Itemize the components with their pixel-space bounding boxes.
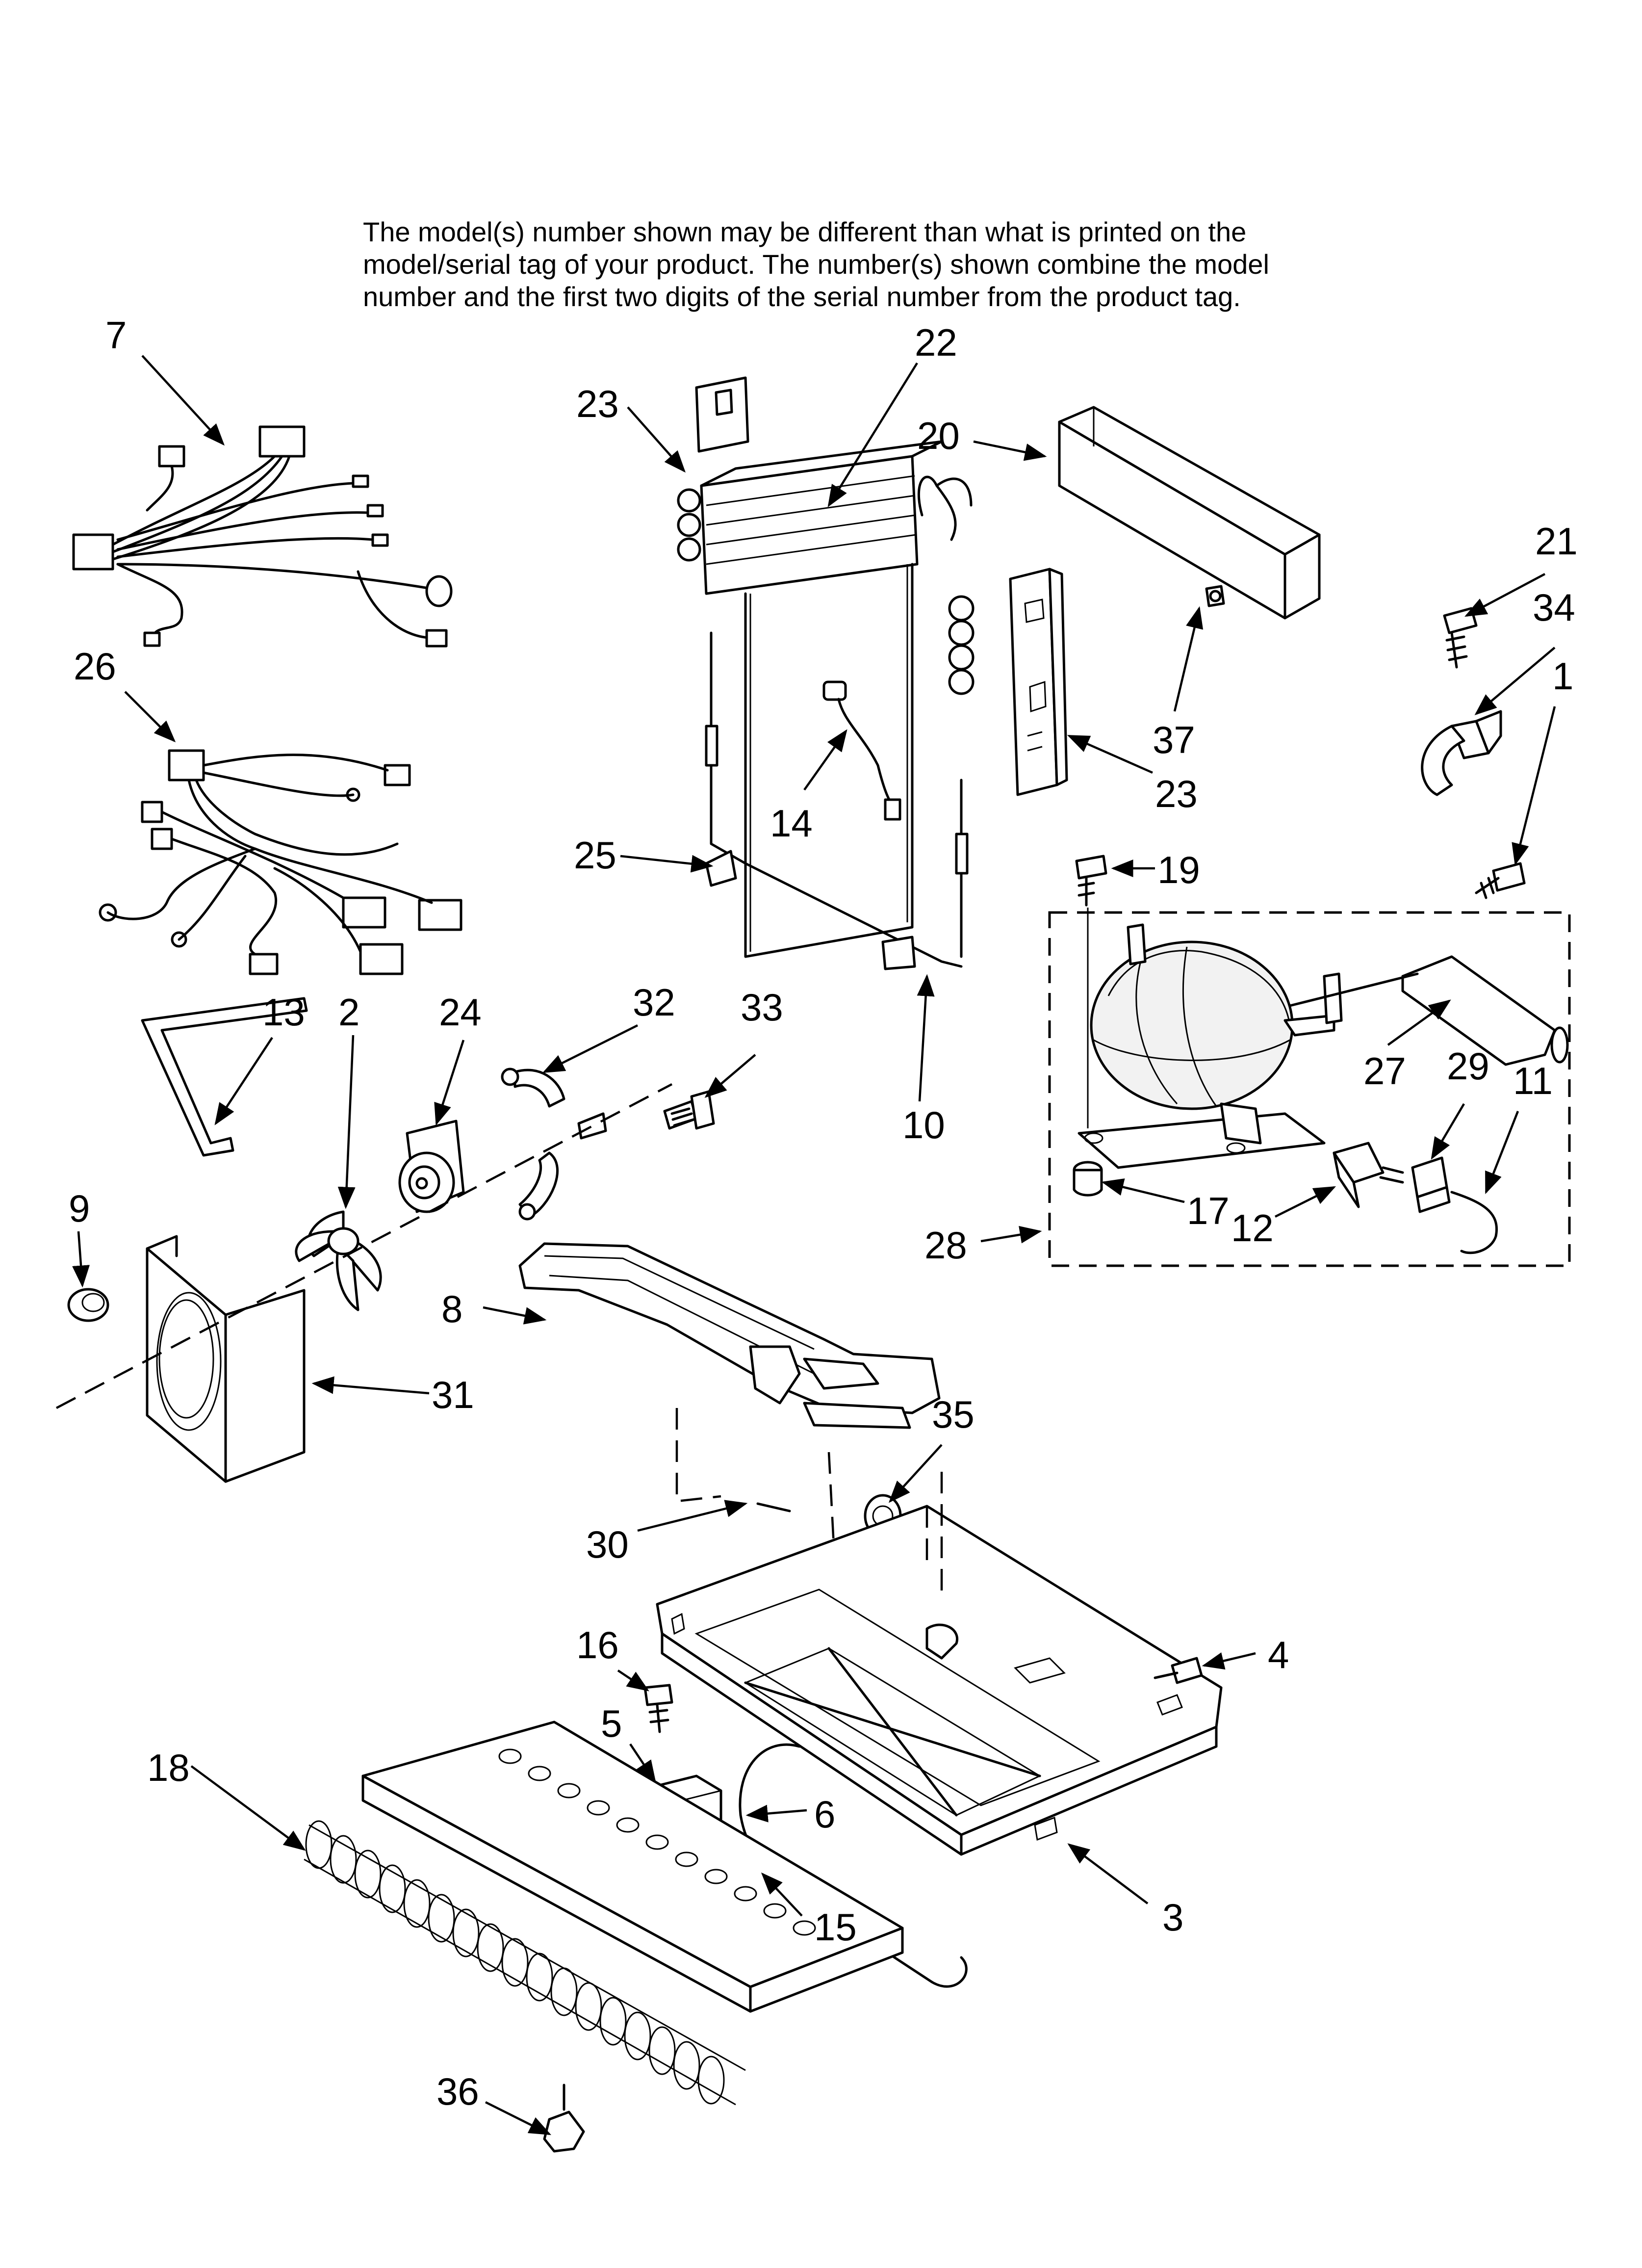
part-2-fan-blade xyxy=(295,1210,382,1311)
callout-28: 28 xyxy=(924,1224,967,1267)
part-9-grommet xyxy=(67,1288,109,1322)
part-34-bracket xyxy=(1421,710,1502,796)
callout-labels: 7 26 13 2 24 32 33 9 31 8 23 22 20 37 23… xyxy=(69,313,1578,2113)
part-23-bracket-right xyxy=(1009,568,1068,796)
part-27-compressor xyxy=(1078,923,1569,1169)
part-19-screw xyxy=(1075,855,1107,1128)
part-13-gasket xyxy=(141,997,308,1157)
part-30-pin xyxy=(756,1502,791,1512)
notice-line-2: model/serial tag of your product. The nu… xyxy=(363,249,1269,280)
callout-18: 18 xyxy=(147,1746,190,1789)
part-37-clip xyxy=(1205,585,1225,607)
part-36-clip xyxy=(543,2084,585,2153)
assembly-guide-lines xyxy=(675,1408,943,1594)
callout-3: 3 xyxy=(1162,1896,1183,1939)
part-28-compressor-assembly-box xyxy=(1048,911,1571,1267)
callout-10: 10 xyxy=(902,1103,945,1147)
part-25-heater xyxy=(705,631,969,970)
part-21-screw xyxy=(1443,607,1478,669)
part-33-screw xyxy=(663,1090,715,1130)
leader-lines xyxy=(72,355,1556,2136)
notice-line-1: The model(s) number shown may be differe… xyxy=(363,216,1247,247)
callout-4: 4 xyxy=(1268,1633,1289,1676)
callout-11: 11 xyxy=(1513,1059,1553,1102)
callout-27: 27 xyxy=(1363,1049,1406,1093)
callout-32: 32 xyxy=(633,981,675,1024)
callout-37: 37 xyxy=(1153,718,1195,761)
callout-9: 9 xyxy=(69,1187,90,1230)
part-24-fan-motor xyxy=(398,1120,465,1213)
part-31-fan-shroud xyxy=(146,1235,306,1483)
callout-8: 8 xyxy=(441,1287,462,1330)
callout-21: 21 xyxy=(1535,520,1578,563)
condenser-coil-loops xyxy=(305,1748,816,2105)
model-number-notice: The model(s) number shown may be differe… xyxy=(363,216,1344,313)
callout-23-right: 23 xyxy=(1155,772,1198,815)
part-20-duct-cover xyxy=(1058,406,1321,620)
part-16-screw xyxy=(643,1684,673,1733)
part-8-drain-pan xyxy=(518,1242,941,1429)
callout-1: 1 xyxy=(1552,654,1573,698)
callout-7: 7 xyxy=(105,313,127,357)
part-12-relay xyxy=(1333,1142,1404,1208)
notice-line-3: number and the first two digits of the s… xyxy=(363,281,1241,313)
part-1-screw xyxy=(1475,862,1526,899)
callout-33: 33 xyxy=(741,986,783,1029)
callout-34: 34 xyxy=(1533,586,1575,629)
part-18-condenser xyxy=(304,1721,904,2106)
callout-36: 36 xyxy=(436,2070,479,2113)
part-3-base-plate xyxy=(656,1505,1223,1856)
callout-30: 30 xyxy=(586,1523,629,1566)
callout-23-left: 23 xyxy=(576,382,619,425)
callout-26: 26 xyxy=(74,645,116,688)
part-4-screw xyxy=(1154,1657,1203,1684)
part-22-evaporator xyxy=(677,376,975,958)
callout-5: 5 xyxy=(601,1702,622,1745)
part-17-grommet xyxy=(1073,1161,1103,1197)
part-26-wire-harness xyxy=(99,749,462,975)
fan-assembly-axis xyxy=(55,1083,673,1409)
callout-16: 16 xyxy=(576,1623,619,1667)
part-11-wire xyxy=(1450,1191,1498,1254)
callout-13: 13 xyxy=(262,991,305,1034)
callout-2: 2 xyxy=(338,991,359,1034)
callout-15: 15 xyxy=(814,1905,857,1949)
callout-20: 20 xyxy=(917,414,960,457)
callout-14: 14 xyxy=(770,802,813,845)
callout-6: 6 xyxy=(814,1793,835,1836)
callout-19: 19 xyxy=(1157,848,1200,891)
part-29-overload xyxy=(1411,1156,1451,1213)
callout-22: 22 xyxy=(915,321,957,364)
callout-35: 35 xyxy=(932,1393,975,1436)
part-14-thermistor xyxy=(822,680,901,821)
callout-17: 17 xyxy=(1187,1189,1230,1232)
callout-29: 29 xyxy=(1447,1044,1489,1088)
part-32-hose xyxy=(501,1068,607,1221)
part-7-wire-harness xyxy=(72,425,453,648)
callout-24: 24 xyxy=(439,991,482,1034)
callout-12: 12 xyxy=(1231,1206,1274,1250)
callout-25: 25 xyxy=(574,834,616,877)
callout-31: 31 xyxy=(432,1373,474,1416)
